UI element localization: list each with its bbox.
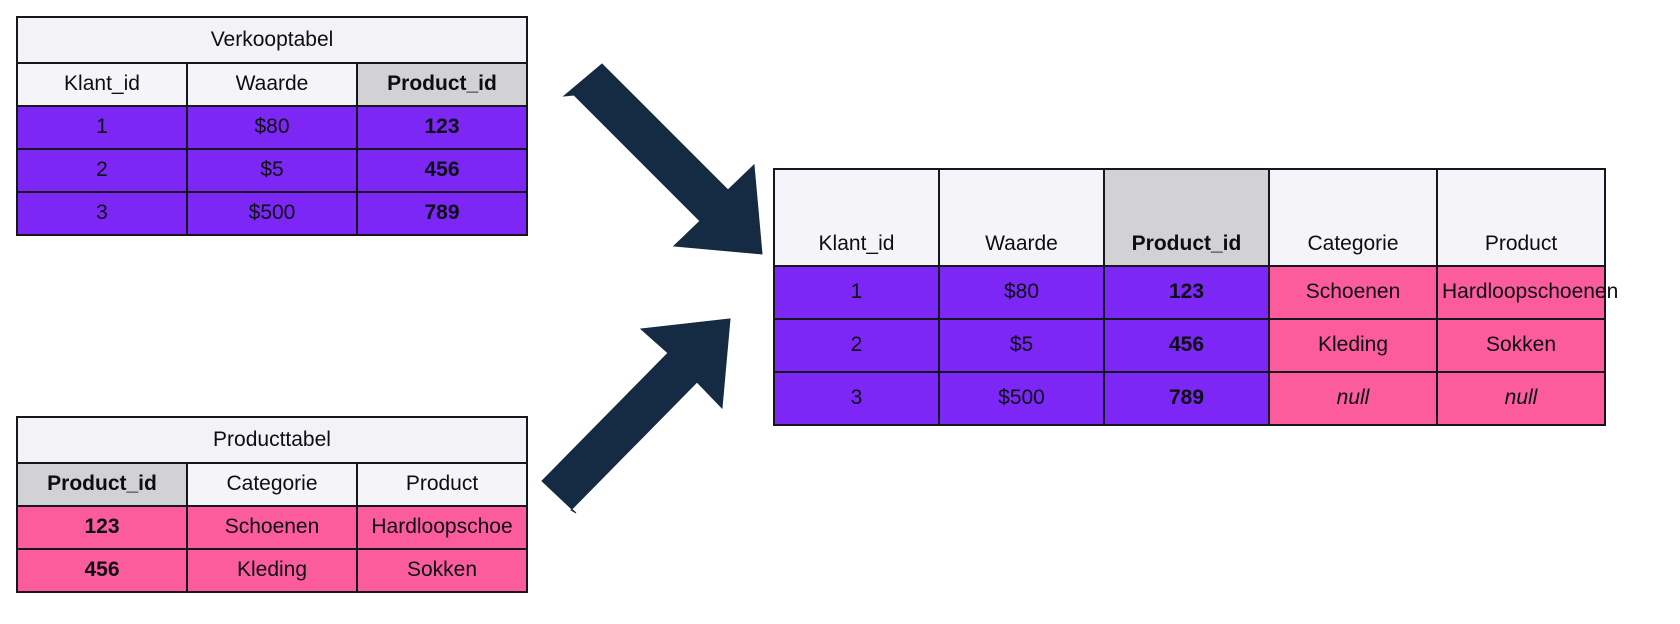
result-cell-categorie: Kleding [1268, 318, 1438, 373]
result-table: Klant_id Waarde Product_id Categorie Pro… [773, 168, 1618, 426]
sales-header-klant-id: Klant_id [16, 62, 188, 107]
result-header-waarde: Waarde [938, 168, 1105, 267]
result-header-product: Product [1436, 168, 1606, 267]
result-cell-klant-id: 3 [773, 371, 940, 426]
table-title-row: Producttabel [16, 416, 528, 464]
sales-table: Verkooptabel Klant_id Waarde Product_id … [16, 16, 528, 236]
result-header-klant-id: Klant_id [773, 168, 940, 267]
product-cell-product-id: 456 [16, 548, 188, 593]
product-cell-product-id: 123 [16, 505, 188, 550]
arrow-down-right-icon [562, 63, 763, 255]
table-header-row: Product_id Categorie Product [16, 462, 528, 507]
table-row: 2 $5 456 [16, 148, 528, 193]
table-row: 1 $80 123 [16, 105, 528, 150]
product-cell-product: Sokken [356, 548, 528, 593]
table-title-row: Verkooptabel [16, 16, 528, 64]
table-header-row: Klant_id Waarde Product_id [16, 62, 528, 107]
sales-cell-product-id: 456 [356, 148, 528, 193]
sales-cell-klant-id: 3 [16, 191, 188, 236]
result-cell-waarde: $500 [938, 371, 1105, 426]
result-cell-waarde: $80 [938, 265, 1105, 320]
sales-header-waarde: Waarde [186, 62, 358, 107]
product-cell-categorie: Kleding [186, 548, 358, 593]
table-row: 3 $500 789 null null [773, 371, 1606, 426]
arrow-up-right-icon [541, 318, 731, 514]
result-cell-klant-id: 2 [773, 318, 940, 373]
product-header-categorie: Categorie [186, 462, 358, 507]
table-row: 1 $80 123 Schoenen Hardloopschoenen [773, 265, 1618, 320]
sales-cell-klant-id: 1 [16, 105, 188, 150]
result-header-categorie: Categorie [1268, 168, 1438, 267]
sales-cell-waarde: $5 [186, 148, 358, 193]
table-row: 2 $5 456 Kleding Sokken [773, 318, 1606, 373]
result-cell-waarde: $5 [938, 318, 1105, 373]
result-cell-product: Sokken [1436, 318, 1606, 373]
result-cell-categorie: Schoenen [1268, 265, 1438, 320]
result-cell-categorie-null: null [1268, 371, 1438, 426]
product-header-product-id: Product_id [16, 462, 188, 507]
result-cell-klant-id: 1 [773, 265, 940, 320]
result-cell-product-id: 789 [1103, 371, 1270, 426]
product-cell-categorie: Schoenen [186, 505, 358, 550]
sales-cell-product-id: 789 [356, 191, 528, 236]
result-cell-product-null: null [1436, 371, 1606, 426]
sales-cell-waarde: $80 [186, 105, 358, 150]
product-table: Producttabel Product_id Categorie Produc… [16, 416, 528, 593]
result-cell-product-id: 123 [1103, 265, 1270, 320]
sales-table-title: Verkooptabel [16, 16, 528, 64]
product-header-product: Product [356, 462, 528, 507]
product-table-title: Producttabel [16, 416, 528, 464]
product-cell-product: Hardloopschoe [356, 505, 528, 550]
sales-cell-product-id: 123 [356, 105, 528, 150]
table-row: 123 Schoenen Hardloopschoe [16, 505, 528, 550]
sales-cell-klant-id: 2 [16, 148, 188, 193]
result-cell-product: Hardloopschoenen [1436, 265, 1618, 320]
table-header-row: Klant_id Waarde Product_id Categorie Pro… [773, 168, 1606, 267]
result-header-product-id: Product_id [1103, 168, 1270, 267]
table-row: 3 $500 789 [16, 191, 528, 236]
sales-header-product-id: Product_id [356, 62, 528, 107]
result-cell-product-id: 456 [1103, 318, 1270, 373]
table-row: 456 Kleding Sokken [16, 548, 528, 593]
sales-cell-waarde: $500 [186, 191, 358, 236]
